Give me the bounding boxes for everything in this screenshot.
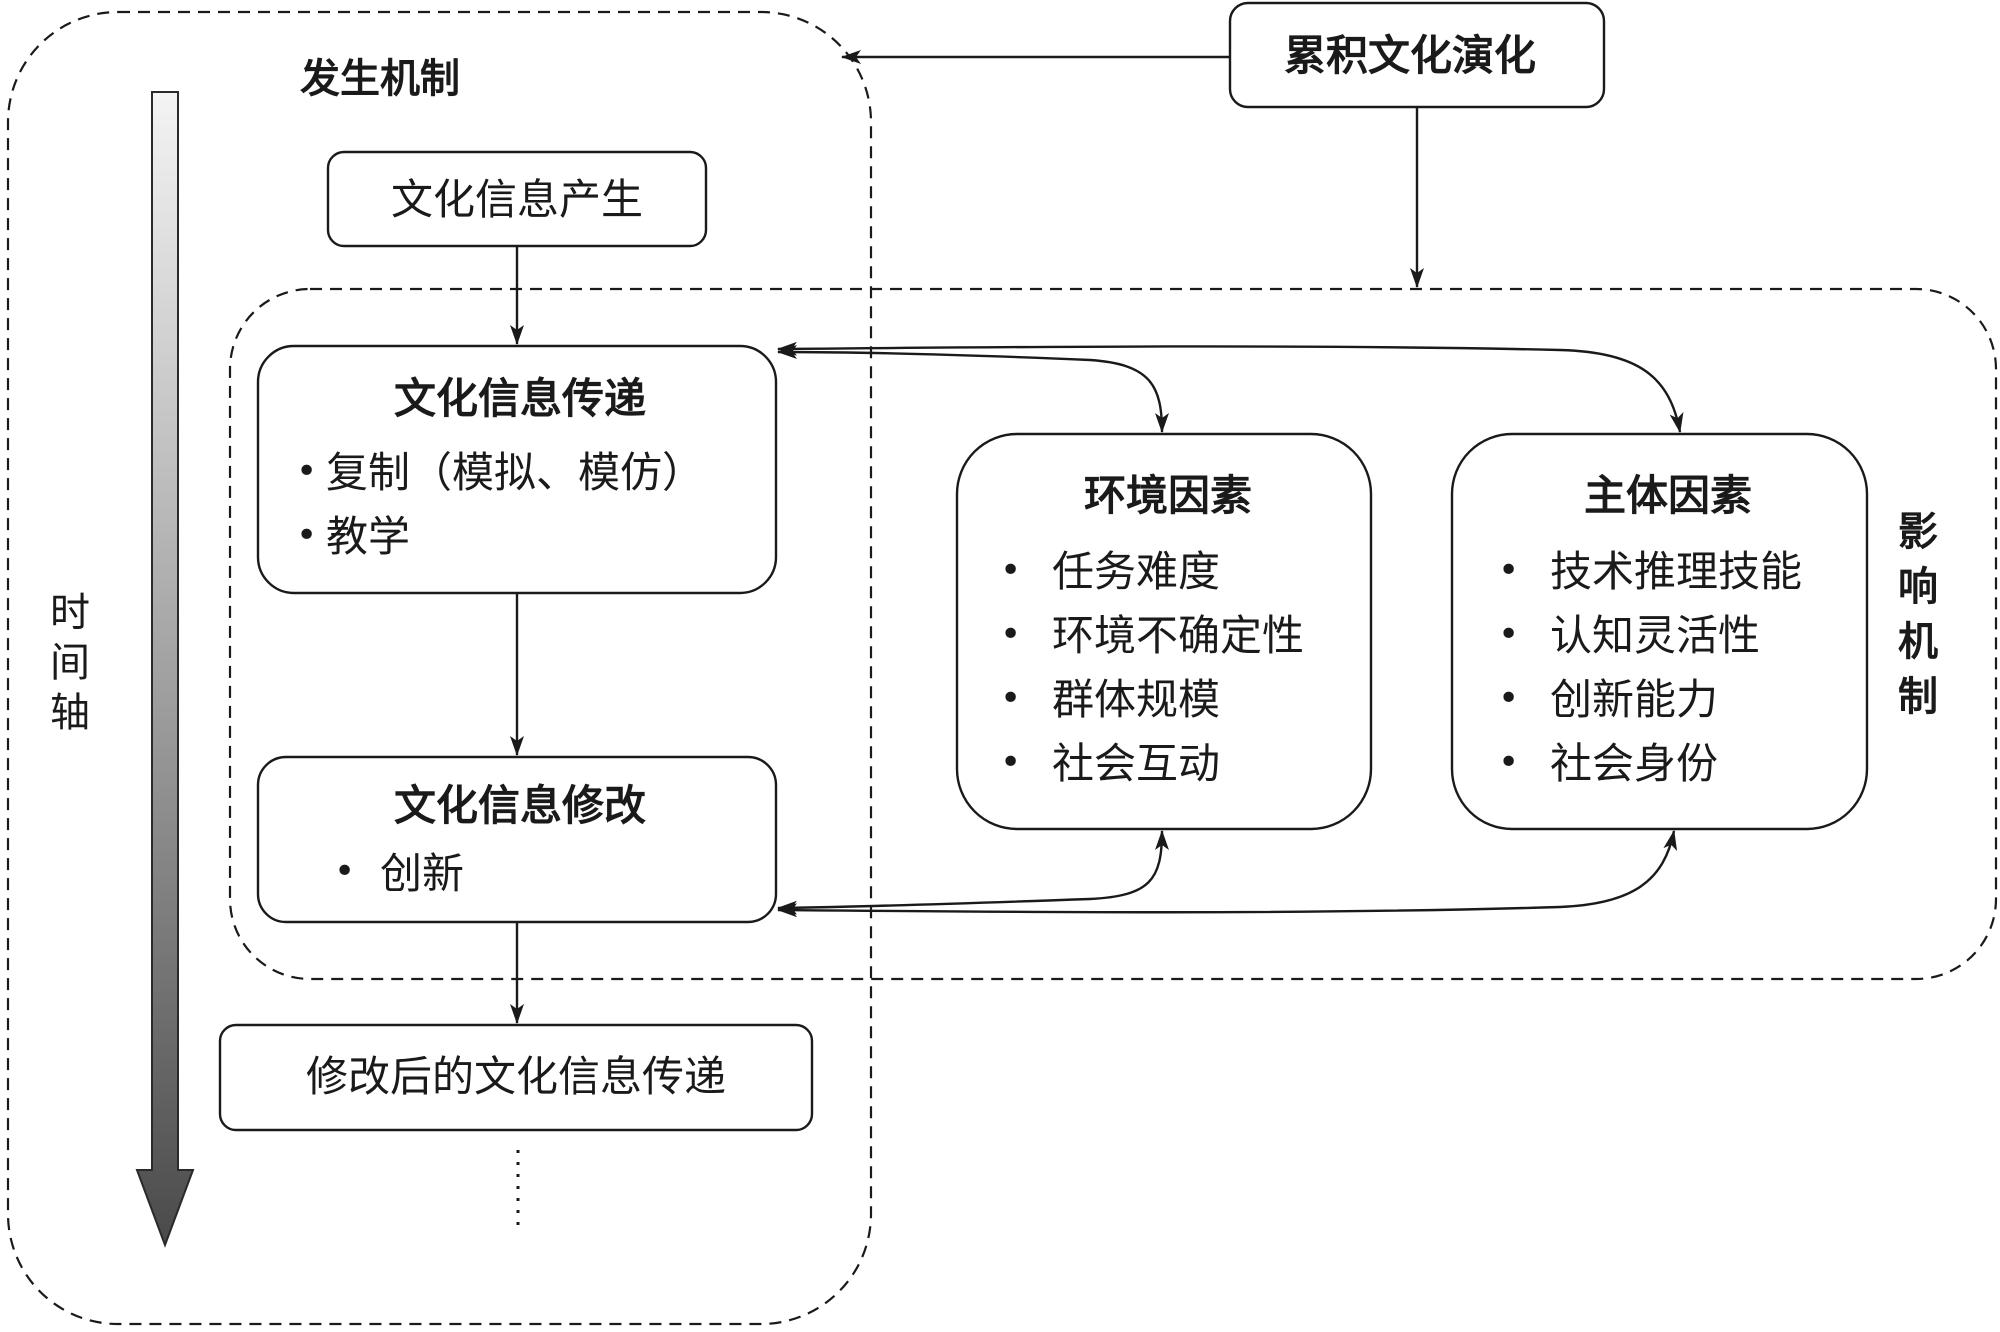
env-item-task-difficulty: 任务难度 bbox=[1052, 547, 1220, 596]
influence-mechanism-label: 影 响 机 制 bbox=[1898, 509, 1938, 720]
environment-factors-box bbox=[955, 432, 1373, 831]
bullet-marker: • bbox=[1000, 742, 1021, 783]
bullet-marker: • bbox=[1000, 678, 1021, 719]
bullet-marker: • bbox=[1498, 550, 1519, 591]
bullet-marker: • bbox=[1498, 678, 1519, 719]
time-axis-char: 时 bbox=[50, 590, 90, 636]
transmit-item-teaching: 教学 bbox=[326, 512, 410, 561]
arrow-modify-environment bbox=[777, 830, 1169, 915]
influence-mechanism-char: 影 bbox=[1898, 509, 1938, 555]
influence-mechanism-region bbox=[228, 287, 1998, 981]
time-axis-char: 间 bbox=[50, 640, 90, 686]
subj-item-social-identity: 社会身份 bbox=[1550, 739, 1718, 788]
arrow-transmit-subject bbox=[777, 341, 1684, 433]
influence-mechanism-char: 机 bbox=[1898, 619, 1938, 665]
subject-factors-box bbox=[1450, 432, 1869, 831]
bullet-marker: • bbox=[296, 515, 317, 556]
environment-factors-title: 环境因素 bbox=[1084, 471, 1252, 520]
env-item-social-interaction: 社会互动 bbox=[1052, 739, 1220, 788]
origin-mechanism-label: 发生机制 bbox=[300, 56, 460, 102]
time-axis-char: 轴 bbox=[50, 690, 90, 736]
subj-item-cognitive-flex: 认知灵活性 bbox=[1550, 611, 1760, 660]
bullet-marker: • bbox=[296, 451, 317, 492]
bullet-marker: • bbox=[1498, 742, 1519, 783]
subject-factors-title: 主体因素 bbox=[1584, 471, 1752, 520]
time-axis-label: 时 间 轴 bbox=[50, 590, 90, 736]
bullet-marker: • bbox=[1498, 614, 1519, 655]
info-modify-title: 文化信息修改 bbox=[394, 781, 646, 830]
subj-item-tech-reasoning: 技术推理技能 bbox=[1550, 547, 1802, 596]
origin-mechanism-region bbox=[6, 10, 873, 1326]
subj-item-innovation-ability: 创新能力 bbox=[1550, 675, 1718, 724]
env-item-uncertainty: 环境不确定性 bbox=[1052, 611, 1304, 660]
modified-transmit-box bbox=[218, 1023, 814, 1132]
arrow-modify-subject bbox=[777, 830, 1678, 918]
bullet-marker: • bbox=[334, 851, 355, 892]
modified-transmit-label: 修改后的文化信息传递 bbox=[306, 1052, 726, 1101]
env-item-group-size: 群体规模 bbox=[1052, 675, 1220, 724]
info-transmit-title: 文化信息传递 bbox=[394, 374, 646, 423]
modify-item-innovation: 创新 bbox=[380, 849, 464, 898]
influence-mechanism-char: 制 bbox=[1898, 674, 1938, 720]
transmit-item-replicate: 复制（模拟、模仿） bbox=[326, 448, 704, 497]
time-axis-arrow bbox=[135, 91, 195, 1248]
arrow-transmit-environment bbox=[777, 345, 1169, 433]
info-produce-label: 文化信息产生 bbox=[391, 175, 643, 224]
cumulative-evolution-label: 累积文化演化 bbox=[1284, 31, 1536, 80]
bullet-marker: • bbox=[1000, 614, 1021, 655]
influence-mechanism-char: 响 bbox=[1898, 564, 1938, 610]
bullet-marker: • bbox=[1000, 550, 1021, 591]
